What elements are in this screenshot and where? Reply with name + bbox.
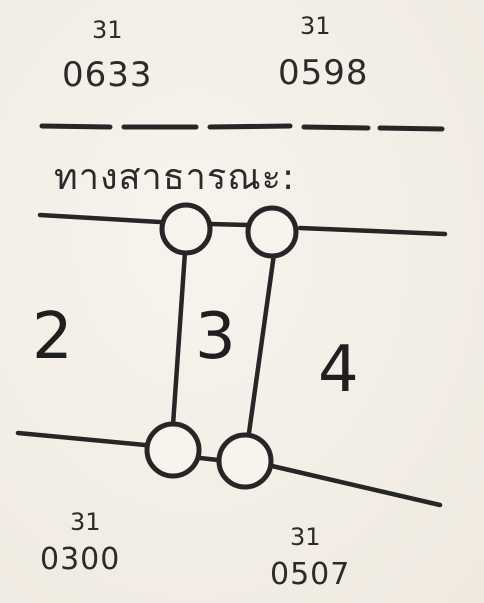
- region-2-label: 2: [32, 300, 73, 374]
- dashed-separator: [39, 123, 445, 132]
- top-left-parcel-code: 0633: [62, 55, 153, 95]
- top-right-prefix: 31: [300, 12, 331, 40]
- marker-top-left: [159, 202, 213, 256]
- bottom-boundary-line: [15, 430, 443, 508]
- region-4-label: 4: [318, 333, 359, 407]
- top-boundary-line: [37, 212, 448, 237]
- right-divider-line: [245, 251, 277, 443]
- region-3-label: 3: [195, 300, 236, 374]
- marker-top-right: [245, 205, 299, 259]
- bottom-right-prefix: 31: [290, 523, 321, 551]
- bottom-left-prefix: 31: [70, 508, 101, 536]
- marker-bottom-right: [216, 432, 274, 490]
- bottom-right-parcel-code: 0507: [270, 557, 351, 592]
- top-left-prefix: 31: [92, 16, 123, 44]
- bottom-left-parcel-code: 0300: [40, 542, 121, 577]
- top-right-parcel-code: 0598: [278, 53, 369, 93]
- left-divider-line: [170, 249, 188, 428]
- public-road-label: ทางสาธารณะ:: [54, 157, 296, 198]
- marker-bottom-left: [144, 421, 202, 479]
